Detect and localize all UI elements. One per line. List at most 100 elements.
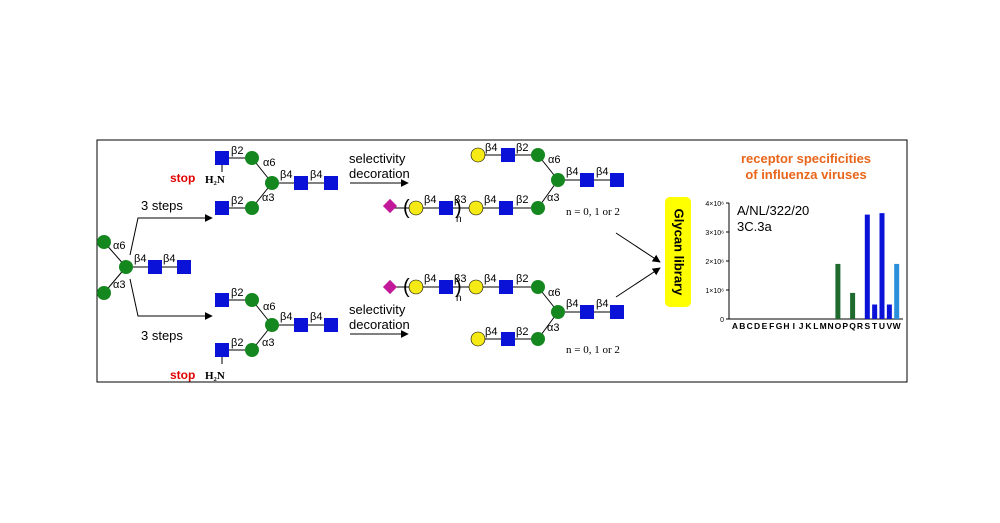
linkage-label: β3 — [454, 273, 466, 285]
mannose-icon — [551, 173, 565, 187]
glcnac-icon — [499, 280, 513, 294]
glcnac-icon — [580, 305, 594, 319]
linkage-label: β4 — [596, 166, 608, 178]
x-tick-label-H: H — [783, 321, 789, 331]
amine-label-top: H₂N — [205, 174, 225, 186]
mannose-icon — [265, 176, 279, 190]
linkage-label: β2 — [231, 195, 243, 207]
x-tick-label-B: B — [739, 321, 745, 331]
x-tick-label-M: M — [820, 321, 827, 331]
linkage-label: α3 — [547, 322, 559, 334]
linkage-label: β2 — [516, 273, 528, 285]
bar-V — [886, 304, 892, 319]
core-structure: α6 α3 β4 β4 — [97, 235, 191, 300]
glcnac-icon — [610, 173, 624, 187]
decoration-label-bottom: decoration — [349, 317, 410, 332]
mannose-icon — [245, 293, 259, 307]
selectivity-label-top: selectivity — [349, 151, 406, 166]
linkage-label: β4 — [484, 194, 496, 206]
sialic-acid-icon — [382, 279, 398, 295]
glcnac-icon — [215, 343, 229, 357]
x-tick-label-N: N — [827, 321, 833, 331]
galactose-icon — [408, 200, 424, 216]
x-tick-label-I: I — [793, 321, 795, 331]
x-tick-label-J: J — [799, 321, 804, 331]
x-tick-label-G: G — [776, 321, 783, 331]
top-intermediate: β2 β2 α6 α3 β4 β4 stop H₂N — [170, 145, 338, 215]
linkage-label: β4 — [424, 273, 436, 285]
x-tick-label-A: A — [732, 321, 738, 331]
mannose-icon — [245, 201, 259, 215]
glcnac-icon — [215, 201, 229, 215]
mannose-icon — [531, 148, 545, 162]
steps-label-bottom: 3 steps — [141, 328, 183, 343]
linkage-label: β2 — [231, 287, 243, 299]
mannose-icon — [245, 343, 259, 357]
library-arrows — [615, 232, 661, 298]
linkage-label: β4 — [310, 169, 322, 181]
glycan-library-box: Glycan library — [665, 197, 691, 307]
linkage-label: α6 — [263, 301, 275, 313]
linkage-label: β4 — [280, 311, 292, 323]
bottom-product: ( ) n β4 β3 β4 β2 α6 β4 β4 β4 β2 α3 n = … — [382, 273, 624, 356]
glcnac-icon — [499, 201, 513, 215]
linkage-label: α3 — [262, 192, 274, 204]
x-tick-label-L: L — [813, 321, 818, 331]
linkage-label: β4 — [566, 166, 578, 178]
x-tick-label-R: R — [857, 321, 863, 331]
mannose-icon — [119, 260, 133, 274]
amine-label-bottom: H₂N — [205, 370, 225, 382]
linkage-label: α6 — [548, 287, 560, 299]
glcnac-icon — [439, 280, 453, 294]
glcnac-icon — [215, 293, 229, 307]
x-tick-label-T: T — [872, 321, 878, 331]
bracket-close: ) — [455, 197, 462, 219]
y-tick-label: 0 — [720, 317, 724, 324]
x-tick-label-U: U — [879, 321, 885, 331]
glcnac-icon — [324, 318, 338, 332]
linkage-label: α3 — [113, 279, 125, 291]
galactose-icon — [408, 279, 424, 295]
repeat-note-top: n = 0, 1 or 2 — [566, 206, 620, 218]
x-tick-label-Q: Q — [849, 321, 856, 331]
bracket-open: ( — [403, 197, 410, 219]
repeat-subscript: n — [456, 214, 462, 225]
bar-W — [894, 263, 900, 319]
mannose-icon — [97, 286, 111, 300]
steps-label-top: 3 steps — [141, 198, 183, 213]
bottom-intermediate: β2 β2 α6 α3 β4 β4 stop H₂N — [170, 287, 338, 382]
glcnac-icon — [215, 151, 229, 165]
receptor-chart: receptor specificities of influenza viru… — [705, 151, 903, 331]
sialic-acid-icon — [382, 198, 398, 214]
mannose-icon — [265, 318, 279, 332]
linkage-label: β2 — [516, 326, 528, 338]
x-tick-label-O: O — [835, 321, 842, 331]
chart-title-line-2: of influenza viruses — [745, 167, 866, 182]
x-tick-label-D: D — [754, 321, 760, 331]
decoration-arrows: selectivity decoration selectivity decor… — [349, 151, 410, 338]
selectivity-label-bottom: selectivity — [349, 302, 406, 317]
glycan-library-label: Glycan library — [672, 209, 687, 296]
linkage-label: β2 — [231, 145, 243, 157]
bar-T — [872, 304, 878, 319]
linkage-label: β2 — [516, 142, 528, 154]
repeat-note-bottom: n = 0, 1 or 2 — [566, 344, 620, 356]
linkage-label: α6 — [548, 154, 560, 166]
decoration-label-top: decoration — [349, 166, 410, 181]
bars — [835, 213, 900, 319]
mannose-icon — [531, 332, 545, 346]
y-tick-label: 2×10⁶ — [705, 259, 724, 266]
x-tick-label-E: E — [762, 321, 768, 331]
linkage-label: β4 — [484, 273, 496, 285]
y-tick-label: 3×10⁶ — [705, 230, 724, 237]
linkage-label: α6 — [113, 240, 125, 252]
linkage-label: β4 — [485, 142, 497, 154]
linkage-label: β4 — [424, 194, 436, 206]
mannose-icon — [97, 235, 111, 249]
clade-annotation: 3C.3a — [737, 219, 772, 234]
linkage-label: α3 — [547, 192, 559, 204]
repeat-subscript: n — [456, 293, 462, 304]
